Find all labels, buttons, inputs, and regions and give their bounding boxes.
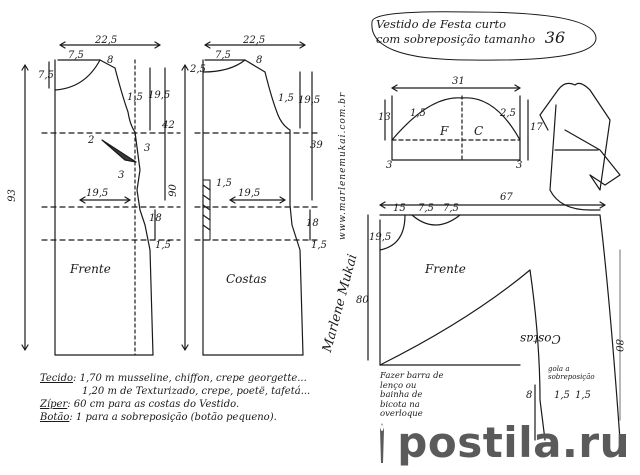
fabric-line-1: : 1,70 m musseline, chiffon, crepe georg… — [73, 373, 307, 384]
front-dart-width: 2 — [88, 135, 95, 146]
overlay-right-height: 80 — [612, 339, 624, 352]
overlay-width-top: 67 — [500, 192, 513, 203]
back-bodice-outline — [181, 41, 321, 356]
materials-notes: Tecido: 1,70 m musseline, chiffon, crepe… — [40, 372, 310, 424]
title-line-2-text: com sobreposição tamanho — [376, 32, 536, 46]
site-name: postila.ru — [397, 418, 630, 467]
hem-note-line-5: overloque — [380, 409, 423, 419]
sleeve-width: 31 — [452, 76, 465, 87]
front-hem-offset: 1,5 — [155, 240, 171, 251]
overlay-seg1: 15 — [393, 203, 406, 214]
overlay-front-label: Frente — [425, 262, 466, 276]
front-label: Frente — [70, 262, 111, 276]
sleeve-left-height: 13 — [378, 112, 391, 123]
back-bust-line: 39 — [310, 140, 323, 151]
back-width-top: 22,5 — [243, 35, 266, 46]
hem-note-line-2: lenço ou — [380, 380, 417, 391]
front-total-length: 93 — [6, 189, 18, 202]
overlay-height: 80 — [356, 295, 369, 306]
sleeve-right-bottom: 3 — [516, 160, 523, 171]
title-size: 36 — [544, 28, 566, 47]
zipper-text: : 60 cm para as costas do Vestido. — [67, 399, 240, 410]
back-label: Costas — [226, 272, 267, 286]
front-neck-offset: 8 — [107, 55, 114, 66]
overlay-small-b: 1,5 — [554, 390, 570, 401]
sleeve-left-curve: 1,5 — [410, 108, 426, 119]
title-line-1: Vestido de Festa curto — [376, 17, 507, 31]
vertical-website-text: www.marlenemukai.com.br — [338, 91, 348, 240]
back-hip-side: 18 — [306, 218, 319, 229]
back-hem-offset: 1,5 — [311, 240, 327, 251]
sleeve-right-curve: 2,5 — [500, 108, 516, 119]
zipper-row: Zíper: 60 cm para as costas do Vestido. — [40, 398, 310, 411]
pattern-title: Vestido de Festa curto com sobreposição … — [376, 18, 565, 46]
hem-note-line-4: bicota na — [380, 399, 420, 410]
fabric-row: Tecido: 1,70 m musseline, chiffon, crepe… — [40, 372, 310, 385]
front-width-top: 22,5 — [95, 35, 118, 46]
overlay-seg3: 7,5 — [443, 203, 459, 214]
overlay-hem-note: Fazer barra de lenço ou bainha de bicota… — [380, 371, 444, 420]
back-total-length: 90 — [167, 184, 179, 197]
back-neck-offset: 8 — [256, 55, 263, 66]
back-waist-width: 19,5 — [238, 188, 261, 199]
overlay-small-c: 1,5 — [575, 390, 591, 401]
back-shoulder: 7,5 — [215, 50, 231, 61]
sleeve-right-height: 17 — [530, 122, 543, 133]
overlay-seg2: 7,5 — [418, 203, 434, 214]
fabric-line-2: 1,20 m de Texturizado, crepe, poetë, taf… — [82, 386, 311, 397]
button-label: Botão — [40, 412, 70, 423]
front-armhole-inset: 1,5 — [127, 92, 143, 103]
back-armhole-inset: 1,5 — [278, 93, 294, 104]
back-zip-offset: 1,5 — [216, 178, 232, 189]
sleeve-front-mark: F — [440, 124, 449, 138]
back-neck-depth: 2,5 — [190, 64, 206, 75]
overlay-small-a: 8 — [526, 390, 533, 401]
hem-note-line-3: bainha de — [380, 390, 423, 400]
overlay-back-label: Costas — [520, 332, 561, 346]
title-frame — [371, 11, 597, 61]
front-shoulder: 7,5 — [68, 50, 84, 61]
front-neck-depth: 7,5 — [38, 70, 54, 81]
gola-note-line-1: gola a — [548, 365, 570, 373]
sleeve-back-mark: C — [474, 124, 484, 138]
dress-sketch — [539, 82, 621, 211]
button-row: Botão: 1 para a sobreposição (botão pequ… — [40, 411, 310, 424]
back-armhole-depth: 19,5 — [298, 95, 321, 106]
fabric-label: Tecido — [40, 373, 74, 384]
button-text: : 1 para a sobreposição (botão pequeno). — [69, 412, 277, 423]
title-line-2: com sobreposição tamanho 36 — [376, 28, 566, 47]
hem-note-line-1: Fazer barra de — [380, 371, 444, 381]
sleeve-left-bottom: 3 — [386, 160, 393, 171]
site-watermark: postila.ru — [371, 418, 630, 467]
overlay-gola-note: gola a sobreposição — [548, 365, 595, 381]
overlay-neck-depth: 19,5 — [369, 232, 392, 243]
front-waist-width: 19,5 — [86, 188, 109, 199]
front-hip-side: 18 — [149, 213, 162, 224]
zipper-label: Zíper — [40, 399, 68, 410]
overlay-outline — [367, 201, 621, 441]
front-dart-bottom: 3 — [118, 170, 125, 181]
sleeve-outline — [384, 84, 529, 161]
needle-icon — [380, 422, 385, 463]
front-bust-line: 42 — [162, 120, 175, 131]
fabric-row-2: 1,20 m de Texturizado, crepe, poetë, taf… — [40, 385, 310, 398]
front-dart-top: 3 — [144, 143, 151, 154]
front-armhole-depth: 19,5 — [148, 90, 171, 101]
front-bodice-outline — [21, 41, 181, 356]
gola-note-line-2: sobreposição — [548, 373, 595, 381]
